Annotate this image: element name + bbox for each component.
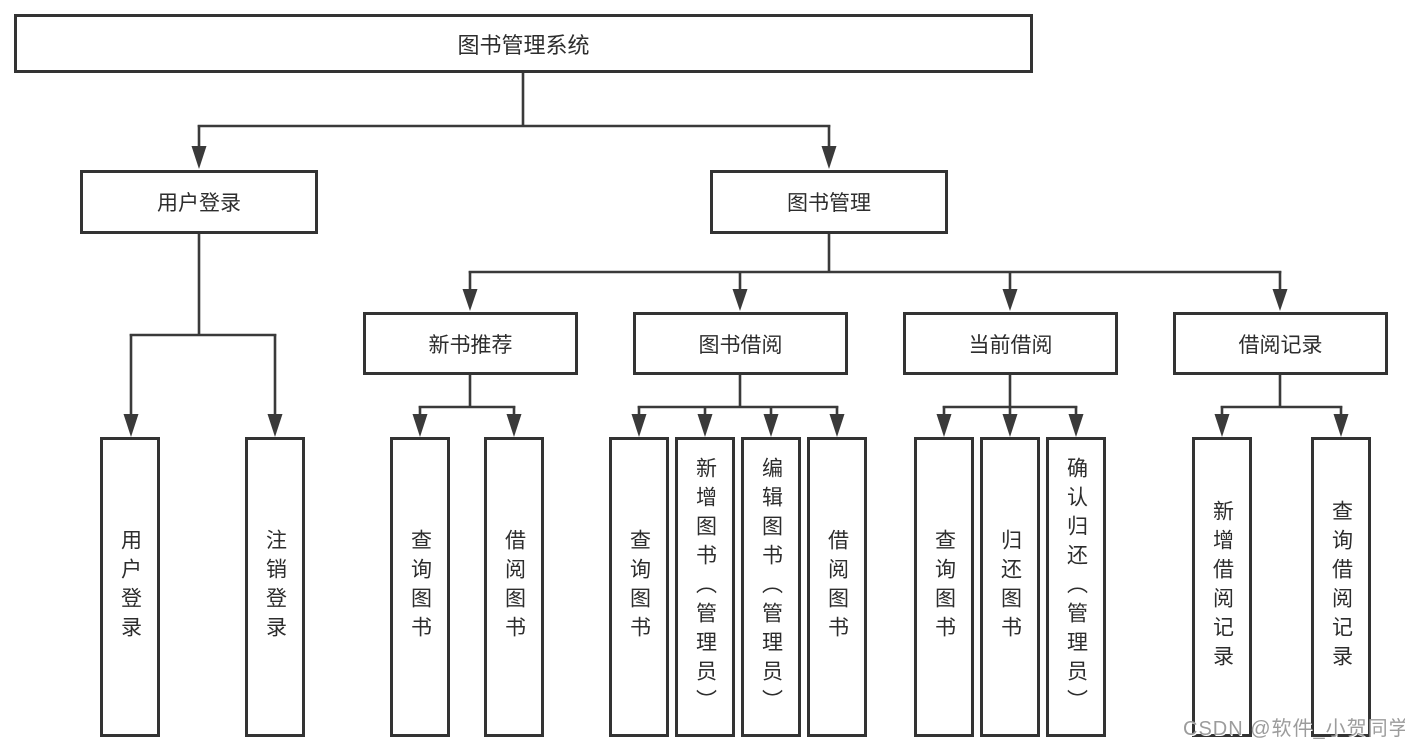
leaf-user-login: 用户登录 [100,437,160,737]
leaf-return-books-label: 归还图书 [998,529,1022,645]
leaf-add-books-admin-label: 新增图书（管理员） [693,456,717,718]
leaf-query-books-current: 查询图书 [914,437,974,737]
node-new-book-rec: 新书推荐 [363,312,578,375]
leaf-query-books-newrec: 查询图书 [390,437,450,737]
leaf-confirm-return-admin: 确认归还（管理员） [1046,437,1106,737]
node-borrow-records: 借阅记录 [1173,312,1388,375]
leaf-query-books-borrow: 查询图书 [609,437,669,737]
connector-user-login-branch [123,234,283,437]
connector-book-borrow-branch [631,375,845,437]
leaf-query-borrow-record-label: 查询借阅记录 [1329,500,1353,674]
leaf-confirm-return-admin-label: 确认归还（管理员） [1064,456,1088,718]
leaf-query-books-borrow-label: 查询图书 [627,529,651,645]
node-book-borrow-label: 图书借阅 [698,333,783,357]
connector-root-to-level2 [191,73,837,169]
connector-book-mgmt-to-level3 [462,234,1288,311]
leaf-logout-login-label: 注销登录 [263,529,287,645]
leaf-add-borrow-record: 新增借阅记录 [1192,437,1252,737]
leaf-borrow-books-borrow-label: 借阅图书 [825,529,849,645]
node-new-book-rec-label: 新书推荐 [428,333,513,357]
connector-current-borrow-branch [936,375,1084,437]
node-user-login-branch-label: 用户登录 [157,192,241,215]
leaf-query-books-current-label: 查询图书 [932,529,956,645]
leaf-borrow-books-newrec: 借阅图书 [484,437,544,737]
leaf-return-books: 归还图书 [980,437,1040,737]
node-user-login-branch: 用户登录 [80,170,318,234]
connector-borrow-records-branch [1214,375,1349,437]
leaf-user-login-label: 用户登录 [118,529,142,645]
node-root-label: 图书管理系统 [457,32,590,58]
leaf-edit-books-admin-label: 编辑图书（管理员） [759,456,783,718]
node-book-mgmt-branch: 图书管理 [710,170,948,234]
connector-new-book-rec-branch [412,375,522,437]
leaf-add-borrow-record-label: 新增借阅记录 [1210,500,1234,674]
node-current-borrow: 当前借阅 [903,312,1118,375]
leaf-logout-login: 注销登录 [245,437,305,737]
node-current-borrow-label: 当前借阅 [968,333,1053,357]
leaf-query-books-newrec-label: 查询图书 [408,529,432,645]
leaf-add-books-admin: 新增图书（管理员） [675,437,735,737]
leaf-borrow-books-borrow: 借阅图书 [807,437,867,737]
leaf-borrow-books-newrec-label: 借阅图书 [502,529,526,645]
node-book-borrow: 图书借阅 [633,312,848,375]
node-borrow-records-label: 借阅记录 [1238,333,1323,357]
node-book-mgmt-branch-label: 图书管理 [787,192,871,215]
leaf-query-borrow-record: 查询借阅记录 [1311,437,1371,737]
node-root: 图书管理系统 [14,14,1033,73]
csdn-watermark: CSDN @软件_小贺同学 [1183,718,1405,740]
leaf-edit-books-admin: 编辑图书（管理员） [741,437,801,737]
